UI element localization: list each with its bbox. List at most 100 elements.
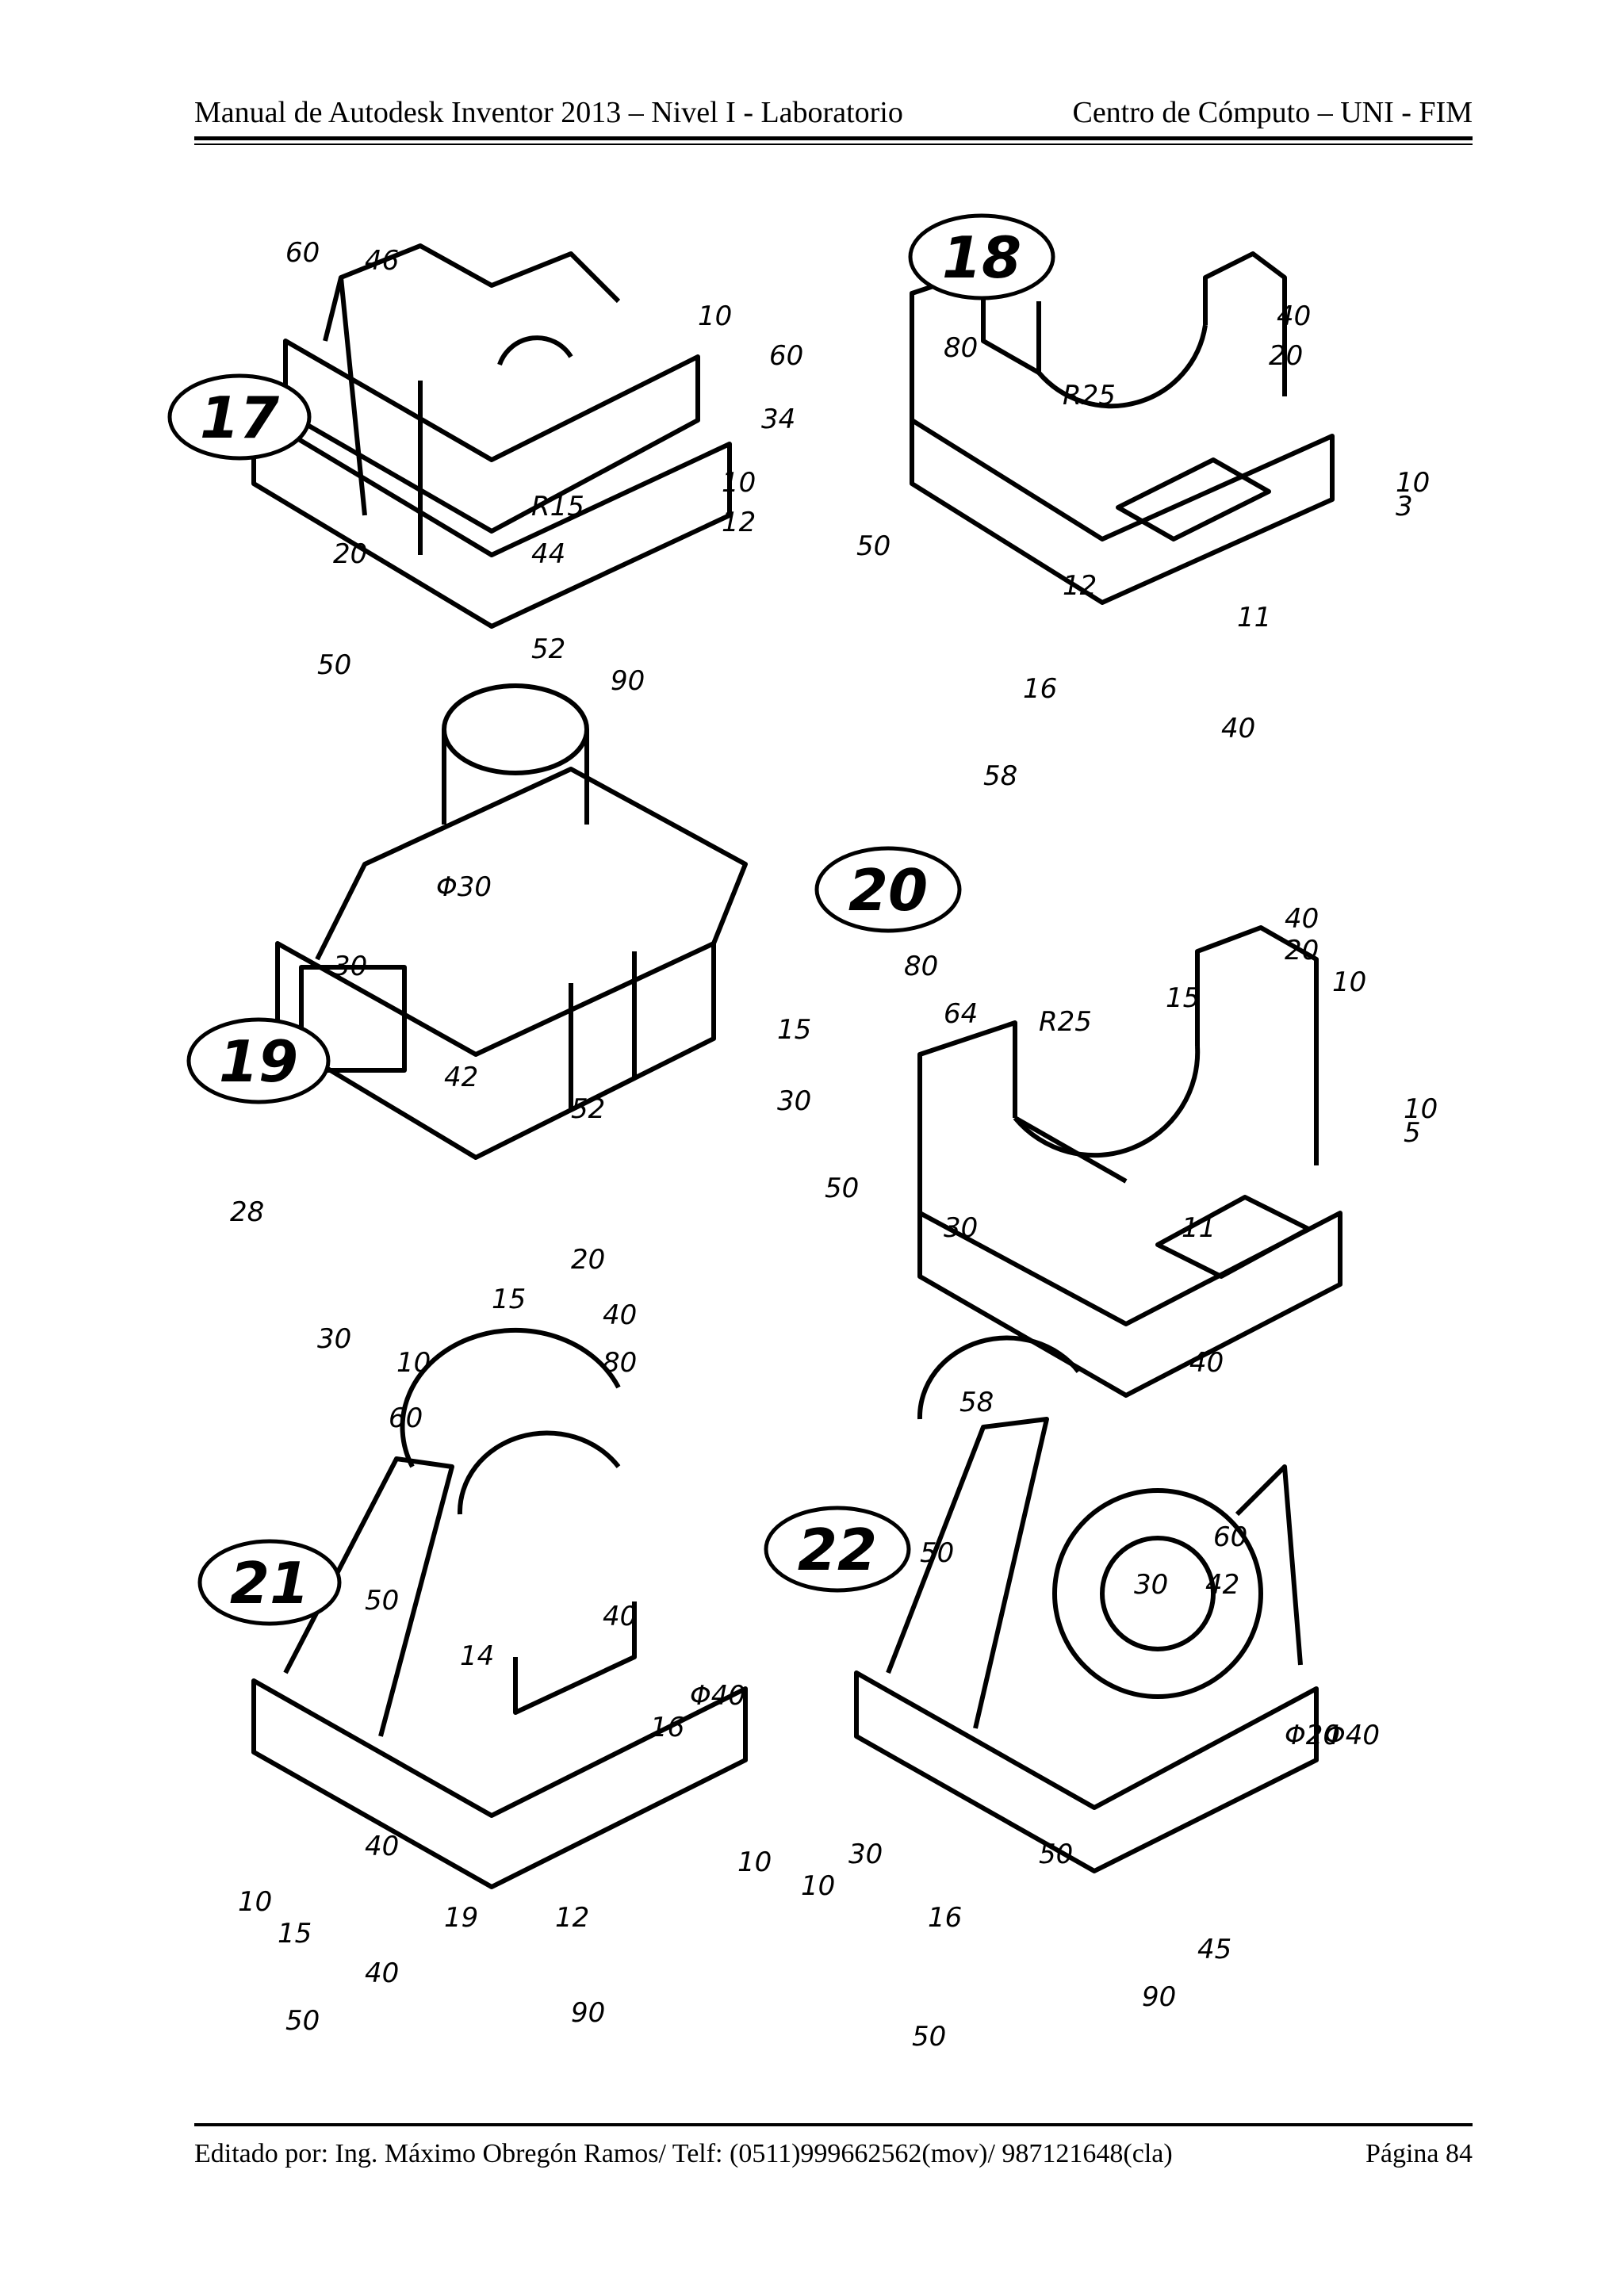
dim-20-r25: R25 bbox=[1039, 1006, 1092, 1038]
dim-22-10: 10 bbox=[801, 1870, 835, 1902]
dim-18-40b: 40 bbox=[1221, 713, 1255, 744]
dim-21-16: 16 bbox=[650, 1712, 684, 1743]
exercise-20-drawing bbox=[917, 925, 1342, 1398]
dim-21-40: 40 bbox=[603, 1601, 637, 1632]
dim-22-45: 45 bbox=[1197, 1934, 1231, 1965]
dim-21-14: 14 bbox=[460, 1640, 494, 1672]
dim-18-12: 12 bbox=[1063, 570, 1097, 602]
dim-22-50: 50 bbox=[920, 1537, 954, 1569]
dim-22-60: 60 bbox=[1213, 1521, 1247, 1553]
dim-19-80: 80 bbox=[603, 1347, 637, 1379]
exercise-18-drawing bbox=[910, 251, 1335, 605]
exercise-20-number: 20 bbox=[848, 857, 928, 924]
dim-18-50: 50 bbox=[856, 530, 891, 562]
dim-17-34: 34 bbox=[761, 404, 795, 435]
exercise-17-drawing bbox=[251, 243, 732, 629]
dim-22-42: 42 bbox=[1205, 1569, 1239, 1601]
dim-20-30: 30 bbox=[944, 1212, 978, 1244]
page-number: Página 84 bbox=[1365, 2139, 1473, 2168]
dim-19-15: 15 bbox=[777, 1014, 811, 1046]
dim-21-40c: 40 bbox=[365, 1957, 399, 1989]
dim-21-phi40: Φ40 bbox=[690, 1680, 745, 1712]
dim-21-50b: 50 bbox=[285, 2005, 320, 2037]
dim-20-40b: 40 bbox=[1189, 1347, 1224, 1379]
footer-rule bbox=[194, 2123, 1473, 2126]
exercise-21-number: 21 bbox=[230, 1550, 309, 1617]
dim-19-30: 30 bbox=[333, 951, 367, 982]
dim-21-10: 10 bbox=[737, 1846, 772, 1878]
dim-21-12: 12 bbox=[555, 1902, 589, 1934]
dim-20-5: 5 bbox=[1404, 1117, 1421, 1149]
dim-22-phi20: Φ20 bbox=[1285, 1720, 1340, 1751]
exercise-19-drawing bbox=[275, 683, 748, 1160]
dim-17-60b: 60 bbox=[769, 340, 803, 372]
header-rule-thick bbox=[194, 136, 1473, 140]
dim-22-50c: 50 bbox=[912, 2021, 946, 2053]
footer-author: Editado por: Ing. Máximo Obregón Ramos/ … bbox=[194, 2139, 1173, 2168]
isometric-exercises-drawing: 60 46 10 60 34 10 12 R15 44 20 50 52 90 … bbox=[167, 213, 1438, 2053]
dim-18-r25: R25 bbox=[1063, 380, 1116, 411]
dim-18-16: 16 bbox=[1023, 673, 1057, 705]
page-footer: Editado por: Ing. Máximo Obregón Ramos/ … bbox=[194, 2139, 1473, 2179]
dim-20-58: 58 bbox=[959, 1387, 994, 1418]
header-title: Manual de Autodesk Inventor 2013 – Nivel… bbox=[194, 96, 903, 129]
dim-20-15: 15 bbox=[1166, 982, 1200, 1014]
dim-20-20: 20 bbox=[1285, 935, 1319, 966]
dim-20-64: 64 bbox=[944, 998, 978, 1030]
dim-21-90: 90 bbox=[571, 1997, 605, 2029]
dim-21-50: 50 bbox=[365, 1585, 399, 1617]
dim-19-28: 28 bbox=[230, 1196, 264, 1228]
dim-19-20: 20 bbox=[571, 1244, 605, 1276]
dim-17-44: 44 bbox=[531, 538, 565, 570]
dim-17-r15: R15 bbox=[531, 491, 584, 522]
dim-18-58: 58 bbox=[983, 760, 1017, 792]
dim-22-30: 30 bbox=[1134, 1569, 1168, 1601]
dim-22-phi40: Φ40 bbox=[1324, 1720, 1380, 1751]
dim-19-42: 42 bbox=[444, 1062, 478, 1093]
dim-19-30b: 30 bbox=[777, 1085, 811, 1117]
dim-19-15b: 15 bbox=[492, 1284, 526, 1315]
dim-19-40: 40 bbox=[603, 1299, 637, 1331]
dim-21-10b: 10 bbox=[238, 1886, 272, 1918]
dim-17-52: 52 bbox=[531, 633, 565, 665]
dim-18-80: 80 bbox=[944, 332, 978, 364]
dim-22-90: 90 bbox=[1142, 1981, 1176, 2013]
dim-20-10: 10 bbox=[1332, 966, 1366, 998]
dim-22-30b: 30 bbox=[848, 1839, 883, 1870]
dim-22-50b: 50 bbox=[1039, 1839, 1073, 1870]
header-department: Centro de Cómputo – UNI - FIM bbox=[1072, 96, 1473, 129]
exercise-19-number: 19 bbox=[219, 1028, 298, 1095]
exercise-22-drawing bbox=[854, 1335, 1319, 1873]
dim-18-3: 3 bbox=[1396, 491, 1413, 522]
page-header: Manual de Autodesk Inventor 2013 – Nivel… bbox=[194, 95, 1473, 143]
dim-17-10b: 10 bbox=[722, 467, 756, 499]
dim-17-20: 20 bbox=[333, 538, 367, 570]
dim-18-40: 40 bbox=[1277, 300, 1311, 332]
exercise-22-number: 22 bbox=[798, 1517, 877, 1583]
dim-20-80: 80 bbox=[904, 951, 938, 982]
dim-19-10: 10 bbox=[396, 1347, 431, 1379]
dim-21-40b: 40 bbox=[365, 1831, 399, 1862]
dim-20-40: 40 bbox=[1285, 903, 1319, 935]
exercise-18-number: 18 bbox=[942, 224, 1021, 291]
dim-19-52: 52 bbox=[571, 1093, 605, 1125]
dim-21-15: 15 bbox=[278, 1918, 312, 1950]
dim-17-46: 46 bbox=[365, 245, 399, 277]
dim-19-phi30: Φ30 bbox=[436, 871, 492, 903]
dim-17-10: 10 bbox=[698, 300, 732, 332]
dim-20-10b: 10 bbox=[1404, 1093, 1438, 1125]
header-rule-thin bbox=[194, 144, 1473, 145]
dim-18-10: 10 bbox=[1396, 467, 1430, 499]
exercise-17-number: 17 bbox=[200, 385, 279, 451]
dim-20-11: 11 bbox=[1182, 1212, 1216, 1244]
dim-17-50: 50 bbox=[317, 649, 351, 681]
dim-17-90: 90 bbox=[611, 665, 645, 697]
dim-18-11: 11 bbox=[1237, 602, 1271, 633]
dim-17-60: 60 bbox=[285, 237, 320, 269]
dim-22-16: 16 bbox=[928, 1902, 962, 1934]
exercise-21-drawing bbox=[251, 1327, 748, 1889]
dim-20-50: 50 bbox=[825, 1173, 859, 1204]
dim-19-60: 60 bbox=[389, 1402, 423, 1434]
dim-19-30c: 30 bbox=[317, 1323, 351, 1355]
dim-21-19: 19 bbox=[444, 1902, 478, 1934]
